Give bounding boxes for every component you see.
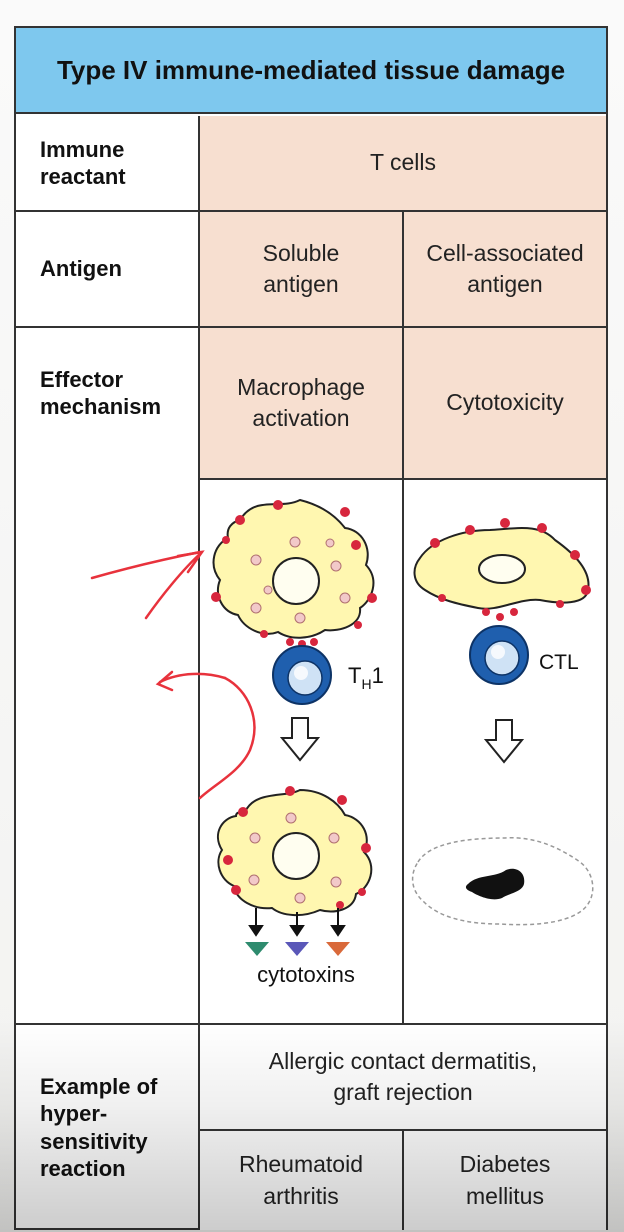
cytotoxin-purple-icon [285, 942, 309, 956]
grid-line [402, 212, 404, 1023]
cytotoxin-orange-icon [326, 942, 350, 956]
antigen-cell-associated: Cell-associated antigen [404, 212, 606, 326]
annotation-stroke [158, 672, 227, 684]
lysed-target-cell [411, 837, 594, 926]
antigen-soluble: Soluble antigen [200, 212, 402, 326]
example-shared: Allergic contact dermatitis, graft rejec… [200, 1025, 606, 1129]
example-diabetes-mellitus: Diabetes mellitus [404, 1131, 606, 1230]
cytotoxin-green-icon [245, 942, 269, 956]
row-label-antigen: Antigen [40, 256, 122, 282]
table-title: Type IV immune-mediated tissue damage [16, 28, 606, 114]
example-rheumatoid-arthritis: Rheumatoid arthritis [200, 1131, 402, 1230]
ctl-label: CTL [539, 651, 579, 674]
effector-cytotoxicity: Cytotoxicity [404, 328, 606, 478]
annotation-stroke [144, 550, 204, 620]
grid-line [16, 326, 606, 328]
arrow-down-icon [279, 717, 321, 762]
effector-macrophage-activation: Macrophage activation [200, 328, 402, 478]
th1-label: TH1 [348, 663, 384, 692]
grid-line [402, 1131, 404, 1230]
row-label-example: Example of hyper- sensitivity reaction [40, 1073, 158, 1182]
row-label-immune-reactant: Immune reactant [40, 136, 126, 190]
macrophage-secreting: cytotoxins [217, 786, 373, 987]
immune-reactant-value: T cells [200, 116, 606, 210]
annotation-stroke [155, 670, 174, 692]
row-label-effector: Effector mechanism [40, 366, 162, 420]
cytotoxins-label: cytotoxins [257, 962, 355, 987]
macrophage-activated [211, 498, 377, 648]
arrow-down-icon [483, 719, 525, 764]
grid-line [200, 1129, 606, 1131]
grid-line [16, 210, 606, 212]
annotation-stroke [198, 676, 256, 800]
annotation-arrows [90, 550, 256, 800]
target-cell [413, 518, 591, 621]
grid-line [16, 1023, 606, 1025]
th1-cell: TH1 [272, 645, 384, 705]
ctl-cell: CTL [469, 625, 579, 685]
